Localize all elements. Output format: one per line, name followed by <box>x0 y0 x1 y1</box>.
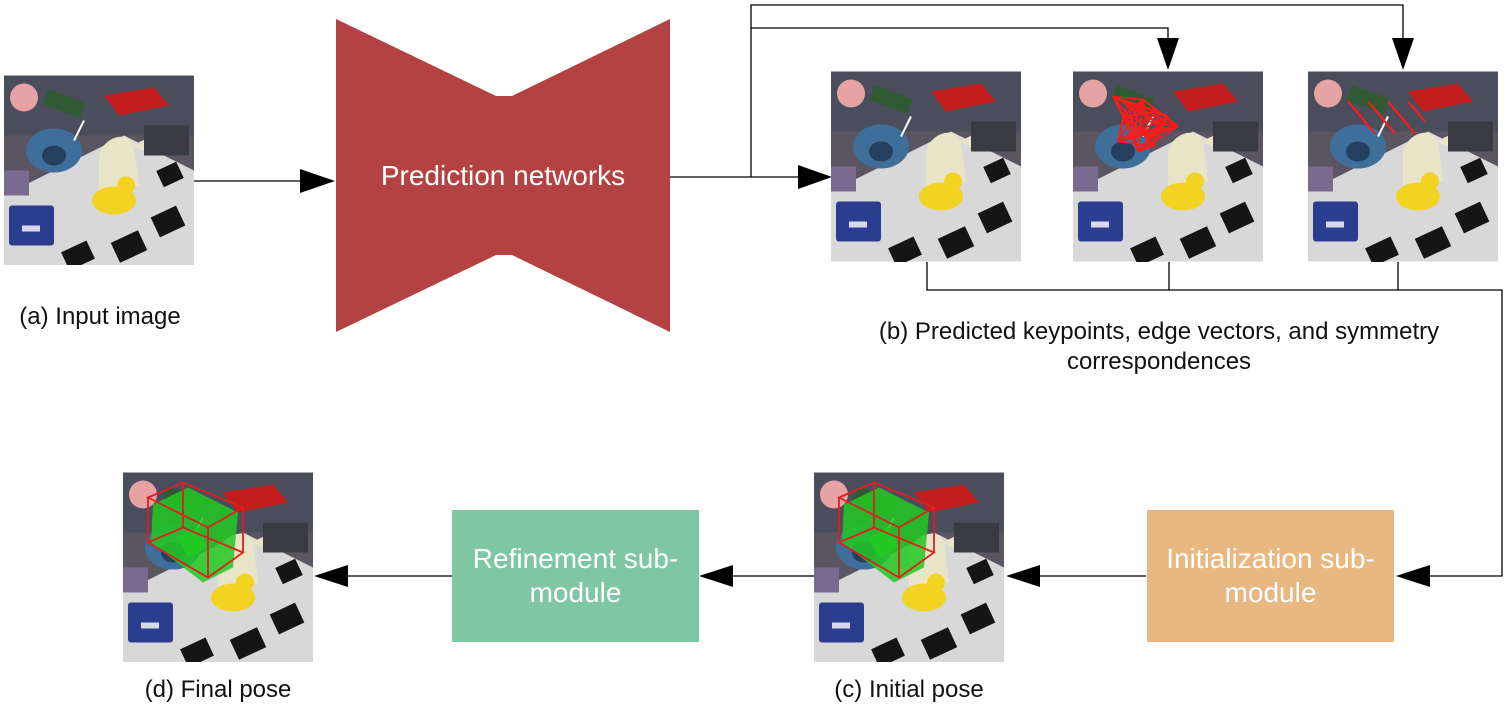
edge-vectors-image <box>1073 71 1263 262</box>
refinement-box <box>452 510 699 642</box>
caption-final-pose: (d) Final pose <box>144 676 292 703</box>
caption-input-image: (a) Input image <box>19 303 181 330</box>
keypoints-image <box>831 71 1022 262</box>
symmetry-correspondences-image <box>1308 71 1498 262</box>
caption-predicted: (b) Predicted keypoints, edge vectors, a… <box>878 318 1440 375</box>
initial-pose-image <box>814 472 1004 662</box>
caption-initial-pose: (c) Initial pose <box>834 676 984 703</box>
prediction-networks-label: Prediction networks <box>380 160 626 191</box>
arrowhead-prediction <box>300 169 335 193</box>
arrow-outputs-to-initialization <box>926 262 1503 577</box>
arrow-prediction-to-edges <box>750 27 1169 177</box>
prediction-networks-shape <box>336 19 670 332</box>
arrow-prediction-to-symmetry <box>750 4 1404 40</box>
refinement-label: Refinement sub-module <box>472 543 679 608</box>
initialization-label: Initialization sub-module <box>1166 543 1375 608</box>
initialization-box <box>1147 510 1394 642</box>
final-pose-image <box>123 472 313 662</box>
input-image <box>4 75 194 265</box>
